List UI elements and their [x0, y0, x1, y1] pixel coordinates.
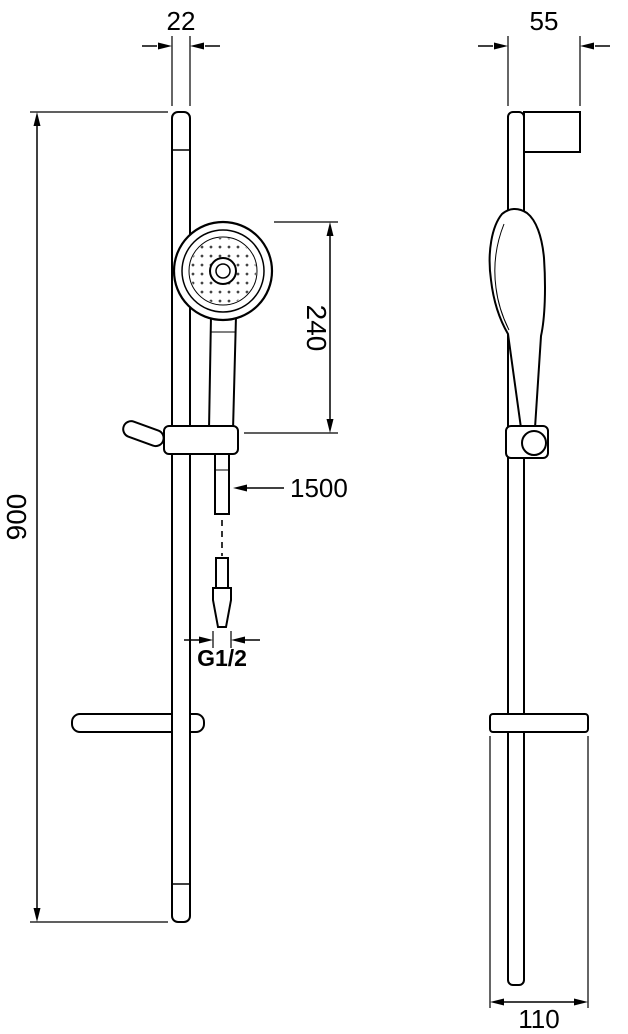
- arrowhead-right-icon: [158, 42, 172, 50]
- dimension-bar-height: 900: [1, 111, 168, 923]
- arrowhead-left-icon: [233, 484, 247, 492]
- arrowhead-left-icon: [580, 42, 594, 50]
- arrowhead-right-icon: [199, 636, 213, 644]
- head-inner-rim: [181, 229, 265, 313]
- shower-head-side: [488, 208, 546, 429]
- thread-connector: [212, 557, 232, 628]
- arrowhead-up-icon: [33, 112, 41, 126]
- wall-bracket-side: [523, 111, 581, 153]
- dimension-connector-thread: G1/2: [184, 631, 260, 671]
- handset-length-label: 240: [301, 305, 332, 352]
- spray-face-edge-side: [494, 223, 510, 331]
- shower-head-front: [172, 220, 274, 322]
- slide-bar-front: [171, 111, 191, 923]
- arrowhead-right-icon: [494, 42, 508, 50]
- hose-length-label: 1500: [290, 473, 348, 503]
- bracket-width-label: 55: [530, 6, 559, 36]
- front-view: [71, 111, 274, 923]
- dimension-dish-depth: 110: [489, 736, 589, 1034]
- connector-nut: [215, 557, 229, 589]
- arrowhead-down-icon: [33, 908, 41, 922]
- dish-depth-label: 110: [518, 1004, 559, 1034]
- spray-face-edge: [188, 236, 258, 306]
- arrowhead-up-icon: [326, 222, 334, 236]
- hose-stub: [214, 453, 230, 515]
- connector-thread-label: G1/2: [197, 645, 247, 671]
- arrowhead-right-icon: [574, 998, 588, 1006]
- slider-knob-side: [521, 430, 547, 456]
- side-view: [488, 111, 589, 986]
- bar-height-label: 900: [1, 494, 32, 541]
- bar-width-label: 22: [167, 6, 196, 36]
- slider-lock-knob: [122, 420, 165, 448]
- slider-holder-front: [163, 425, 239, 455]
- dimension-hose-length: 1500: [233, 473, 348, 503]
- handset-handle-front: [207, 315, 238, 431]
- soap-dish-side: [489, 713, 589, 733]
- dimension-bracket-width: 55: [478, 6, 610, 106]
- connector-cone: [212, 587, 232, 628]
- arrowhead-left-icon: [490, 998, 504, 1006]
- arrowhead-left-icon: [231, 636, 245, 644]
- arrowhead-down-icon: [326, 419, 334, 433]
- arrowhead-left-icon: [190, 42, 204, 50]
- head-center-nozzle: [215, 263, 231, 279]
- head-center-cap: [209, 257, 237, 285]
- dimension-handset-length: 240: [244, 221, 338, 434]
- dimension-bar-width: 22: [142, 6, 220, 106]
